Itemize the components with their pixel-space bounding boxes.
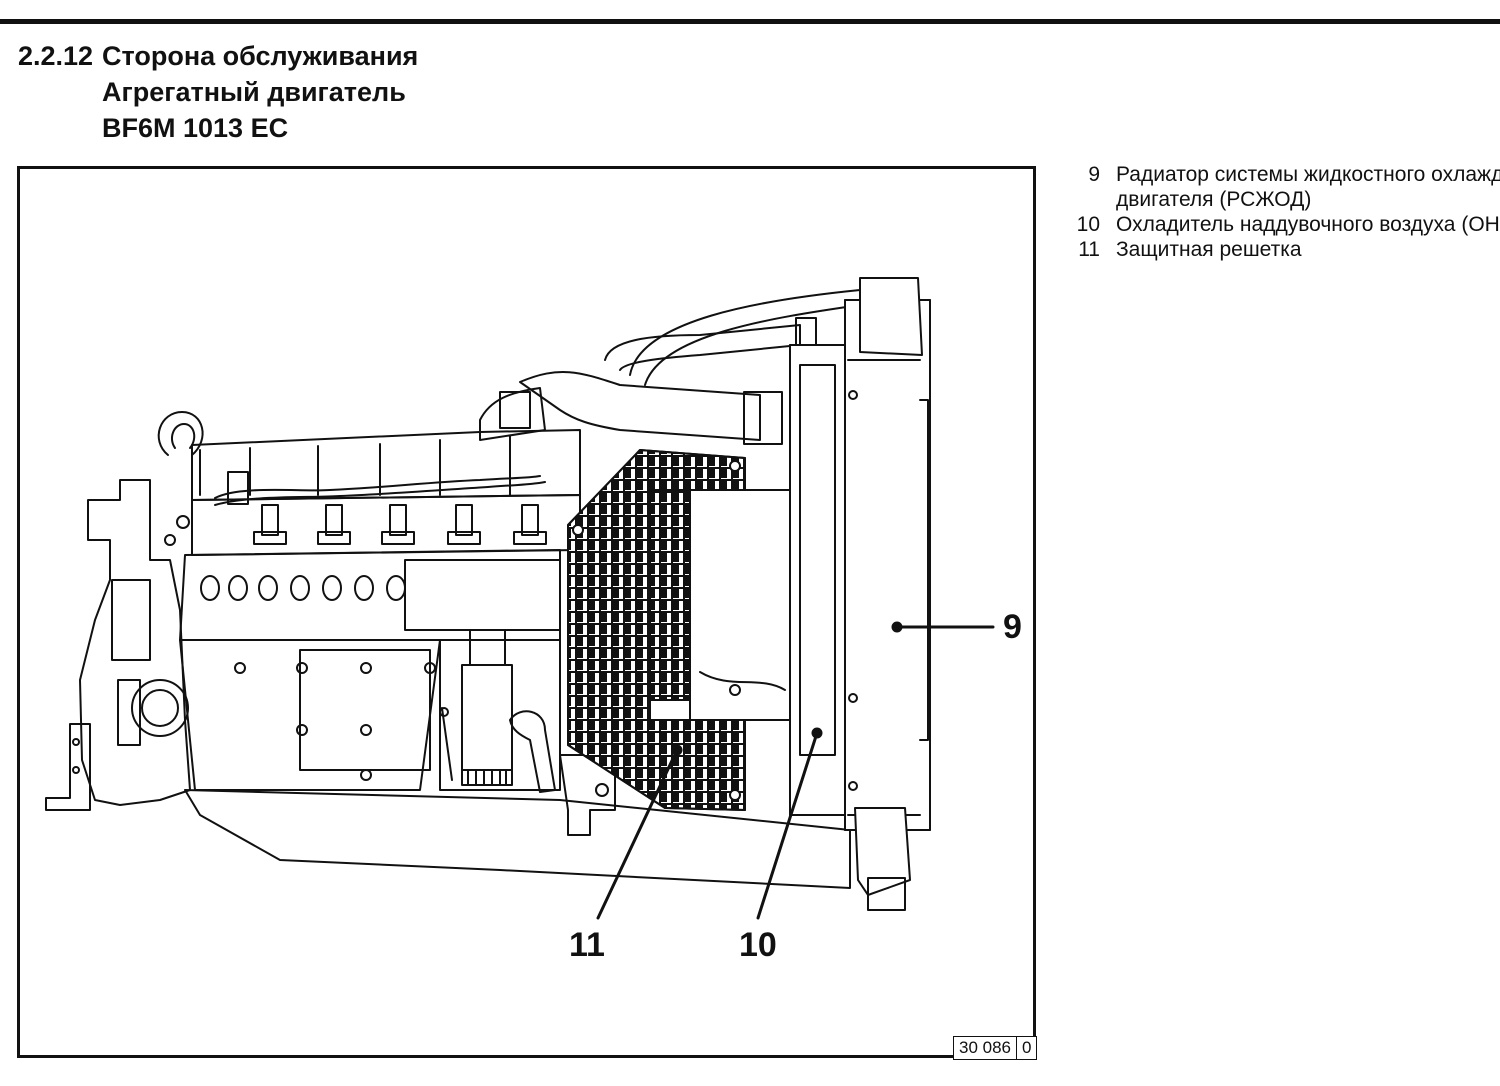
callout-9: 9	[1003, 608, 1022, 646]
legend-number: 10	[1076, 213, 1100, 236]
callout-10: 10	[739, 926, 777, 964]
flywheel-housing	[79, 479, 191, 806]
injectors	[253, 504, 547, 545]
section-heading: 2.2.12 Сторона обслуживания	[18, 38, 418, 74]
parts-legend: 9 Радиатор системы жидкостного охлаждени…	[1068, 162, 1500, 262]
figure-code-suffix: 0	[1016, 1037, 1036, 1059]
section-number: 2.2.12	[18, 41, 94, 71]
legend-item-10: 10 Охладитель наддувочного воздуха (ОНВ)	[1068, 212, 1500, 237]
section-title: Сторона обслуживания	[102, 41, 419, 71]
mounting-bracket	[45, 723, 91, 811]
legend-text: Радиатор системы жидкостного охлаждения	[1116, 163, 1500, 186]
legend-item-11: 11 Защитная решетка	[1068, 237, 1500, 262]
legend-item-9: 9 Радиатор системы жидкостного охлаждени…	[1068, 162, 1500, 212]
legend-text-continued: двигателя (РСЖОД)	[1116, 188, 1312, 211]
oil-pan	[184, 789, 851, 889]
oil-filter	[461, 629, 513, 786]
top-rule	[0, 19, 1500, 24]
legend-number: 9	[1088, 163, 1100, 186]
legend-text: Охладитель наддувочного воздуха (ОНВ)	[1116, 213, 1500, 236]
lifting-eye	[157, 411, 204, 456]
charge-air-cooler	[789, 344, 846, 816]
crankcase	[179, 549, 561, 791]
figure-code-main: 30 086	[959, 1038, 1011, 1057]
figure-frame	[17, 166, 1036, 1058]
injector-lines	[214, 471, 546, 506]
protective-grille	[567, 449, 791, 811]
figure-code: 30 086 0	[953, 1036, 1038, 1060]
cylinder-head	[191, 429, 581, 556]
dipstick	[439, 707, 453, 781]
legend-number: 11	[1078, 238, 1100, 261]
callout-11: 11	[569, 926, 605, 964]
radiator	[844, 277, 931, 911]
leader-lines	[596, 621, 995, 920]
oil-filler	[509, 710, 556, 793]
section-subtitle-model: BF6M 1013 EC	[102, 113, 289, 143]
legend-text: Защитная решетка	[1116, 238, 1302, 261]
section-subtitle-engine: Агрегатный двигатель	[102, 77, 406, 107]
